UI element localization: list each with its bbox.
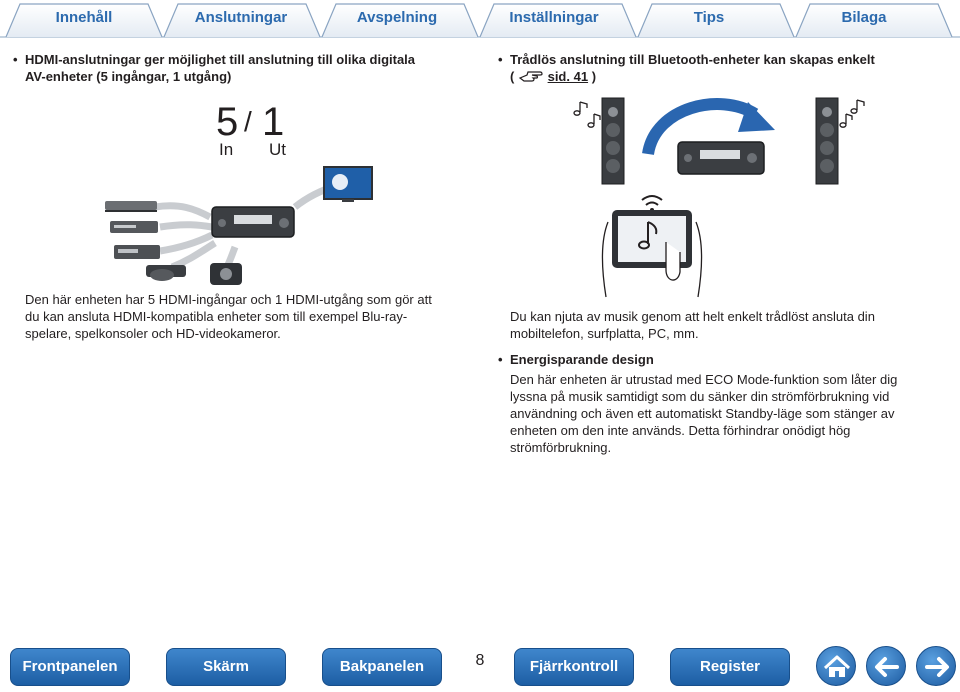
bullet-dot: • (498, 52, 503, 67)
tab-tips[interactable]: Tips (693, 9, 725, 26)
pointing-hand-icon (518, 69, 544, 83)
io-slash: / (244, 106, 252, 137)
home-icon (823, 655, 851, 677)
bluetooth-desc-line2: mobiltelefon, surfplatta, PC, mm. (510, 326, 699, 341)
page-link[interactable]: sid. 41 (547, 69, 589, 84)
page-reference: ( sid. 41 ) (510, 68, 596, 85)
hdmi-heading-line2: AV-enheter (5 ingångar, 1 utgång) (25, 69, 232, 84)
hdmi-desc-line1: Den här enheten har 5 HDMI-ingångar och … (25, 292, 432, 307)
hdmi-connection-illustration (105, 166, 373, 285)
bluetooth-description: Du kan njuta av musik genom att helt enk… (510, 308, 875, 342)
bluetooth-heading-line1: Trådlös anslutning till Bluetooth-enhete… (510, 52, 875, 67)
output-count: 1 (262, 100, 285, 144)
bluetooth-illustration (573, 97, 865, 298)
out-label: Ut (269, 140, 286, 159)
bluetooth-bullet-heading: • Trådlös anslutning till Bluetooth-enhe… (498, 51, 875, 68)
tab-bar-shapes (0, 3, 960, 38)
eco-desc-line4: enheten om den inte används. Detta förhi… (510, 423, 851, 438)
top-tab-bar: Innehåll Anslutningar Avspelning Inställ… (0, 0, 960, 38)
bullet-dot: • (13, 52, 18, 67)
ref-close-paren: ) (591, 69, 597, 84)
hdmi-desc-line2: du kan ansluta HDMI-kompatibla enheter s… (25, 309, 408, 324)
tab-bilaga[interactable]: Bilaga (841, 9, 887, 26)
hdmi-desc-line3: spelare, spelkonsoler och HD-videokamero… (25, 326, 281, 341)
eco-desc-line2: lyssna på musik samtidigt som du sänker … (510, 389, 890, 404)
eco-bullet-heading: • Energisparande design (498, 351, 654, 368)
eco-desc-line3: användning och även ett automatiskt Stan… (510, 406, 895, 421)
hdmi-bullet-heading: • HDMI-anslutningar ger möjlighet till a… (13, 51, 416, 85)
back-arrow-icon (875, 657, 899, 677)
bakpanelen-button[interactable]: Bakpanelen (322, 648, 442, 686)
page-number: 8 (475, 652, 485, 669)
register-button[interactable]: Register (670, 648, 790, 686)
music-note-icon (573, 99, 865, 128)
input-count: 5 (216, 100, 239, 144)
in-label: In (219, 140, 234, 159)
home-button[interactable] (816, 646, 856, 686)
eco-description: Den här enheten är utrustad med ECO Mode… (510, 371, 897, 456)
back-button[interactable] (866, 646, 906, 686)
ref-open-paren: ( (510, 69, 515, 84)
frontpanelen-button[interactable]: Frontpanelen (10, 648, 130, 686)
eco-desc-line5: strömförbrukning. (510, 440, 612, 455)
forward-arrow-icon (925, 657, 949, 677)
eco-desc-line1: Den här enheten är utrustad med ECO Mode… (510, 372, 898, 387)
bluetooth-desc-line1: Du kan njuta av musik genom att helt enk… (510, 309, 875, 324)
tab-anslutningar[interactable]: Anslutningar (194, 9, 288, 26)
bullet-dot: • (498, 352, 503, 367)
tab-innehall[interactable]: Innehåll (55, 9, 113, 26)
tab-avspelning[interactable]: Avspelning (356, 9, 438, 26)
hdmi-heading-line1: HDMI-anslutningar ger möjlighet till ans… (25, 52, 416, 67)
fjarrkontroll-button[interactable]: Fjärrkontroll (514, 648, 634, 686)
hdmi-description: Den här enheten har 5 HDMI-ingångar och … (25, 291, 432, 342)
forward-button[interactable] (916, 646, 956, 686)
eco-heading: Energisparande design (510, 352, 654, 367)
skarm-button[interactable]: Skärm (166, 648, 286, 686)
tab-installningar[interactable]: Inställningar (509, 9, 599, 26)
wireless-icon (641, 195, 663, 206)
